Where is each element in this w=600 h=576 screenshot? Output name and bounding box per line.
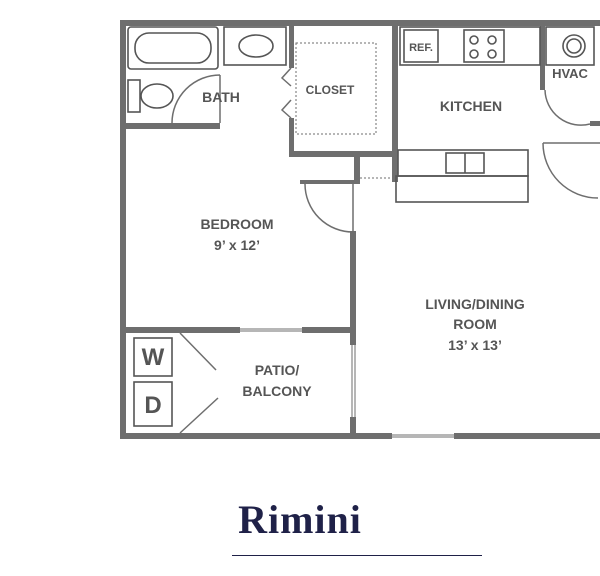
- water-heater-icon: [562, 34, 586, 58]
- bedroom-wall-right: [350, 231, 356, 436]
- bath-wall-bottom: [120, 123, 220, 129]
- bath-door: [171, 74, 221, 124]
- kitchen-wall-left: [392, 20, 398, 182]
- laundry-door-bottom: [179, 397, 219, 434]
- bedroom-wall-top-stub: [300, 180, 360, 184]
- patio-slider: [350, 345, 356, 417]
- label-bedroom-size: 9’ x 12’: [214, 237, 260, 253]
- laundry: [133, 337, 173, 427]
- range-icon: [463, 29, 505, 63]
- toilet-tank: [127, 79, 141, 113]
- label-closet: CLOSET: [306, 83, 355, 97]
- closet-wall-bottom: [289, 151, 395, 157]
- refrigerator-icon: [403, 29, 439, 63]
- closet-door-bottom: [280, 99, 292, 119]
- hvac-wall-left: [540, 20, 545, 90]
- dryer-icon: [133, 381, 173, 427]
- hvac-door: [544, 89, 591, 126]
- kitchen-fixtures: [395, 26, 595, 203]
- washer-icon: [133, 337, 173, 377]
- sink-icon: [238, 34, 274, 58]
- label-washer: W: [142, 344, 165, 371]
- bedroom-window: [240, 327, 302, 333]
- counter-top: [399, 26, 541, 66]
- water-heater-box: [545, 26, 595, 66]
- toilet-icon: [140, 83, 174, 109]
- bedroom-wall-right-stub: [354, 151, 360, 183]
- outer-wall-top: [120, 20, 600, 26]
- closet-shelf: [295, 42, 377, 135]
- walls: [120, 20, 600, 439]
- label-living-size: 13’ x 13’: [448, 337, 502, 353]
- room-labels: REF. W D BATH CLOSET KITCHEN HVAC BEDROO…: [142, 42, 589, 419]
- label-bath: BATH: [202, 89, 240, 105]
- bath-closet-wall-lower: [289, 118, 294, 156]
- floor-plan-title: Rimini: [238, 497, 362, 542]
- hvac-wall-bottom: [590, 121, 600, 126]
- closet-door-top: [280, 67, 292, 87]
- label-ref: REF.: [409, 42, 433, 54]
- bedroom-door: [304, 183, 354, 233]
- bath-closet-wall-upper: [289, 20, 294, 68]
- outer-wall-bottom: [120, 433, 600, 439]
- bath-fixtures: [127, 26, 287, 113]
- vanity: [223, 26, 287, 66]
- bathtub-basin: [134, 32, 212, 64]
- label-living: LIVING/DINING: [425, 296, 525, 312]
- kitchen-peninsula: [397, 149, 529, 177]
- outer-wall-left: [120, 20, 126, 439]
- title-underline: [232, 555, 482, 556]
- bathtub: [127, 26, 219, 70]
- floor-plan: REF. W D BATH CLOSET KITCHEN HVAC BEDROO…: [120, 20, 600, 439]
- label-balcony: BALCONY: [242, 383, 312, 399]
- doors: [171, 67, 600, 434]
- laundry-door-top: [179, 332, 217, 371]
- label-hvac: HVAC: [552, 66, 588, 81]
- label-patio: PATIO/: [255, 362, 300, 378]
- kitchen-bar: [395, 175, 529, 203]
- bedroom-patio-wall: [120, 327, 356, 333]
- windows: [240, 327, 454, 439]
- living-window: [392, 433, 454, 439]
- label-living-room: ROOM: [453, 316, 497, 332]
- label-dryer: D: [144, 392, 161, 419]
- label-kitchen: KITCHEN: [440, 98, 502, 114]
- label-bedroom: BEDROOM: [200, 216, 273, 232]
- entry-door: [542, 142, 600, 199]
